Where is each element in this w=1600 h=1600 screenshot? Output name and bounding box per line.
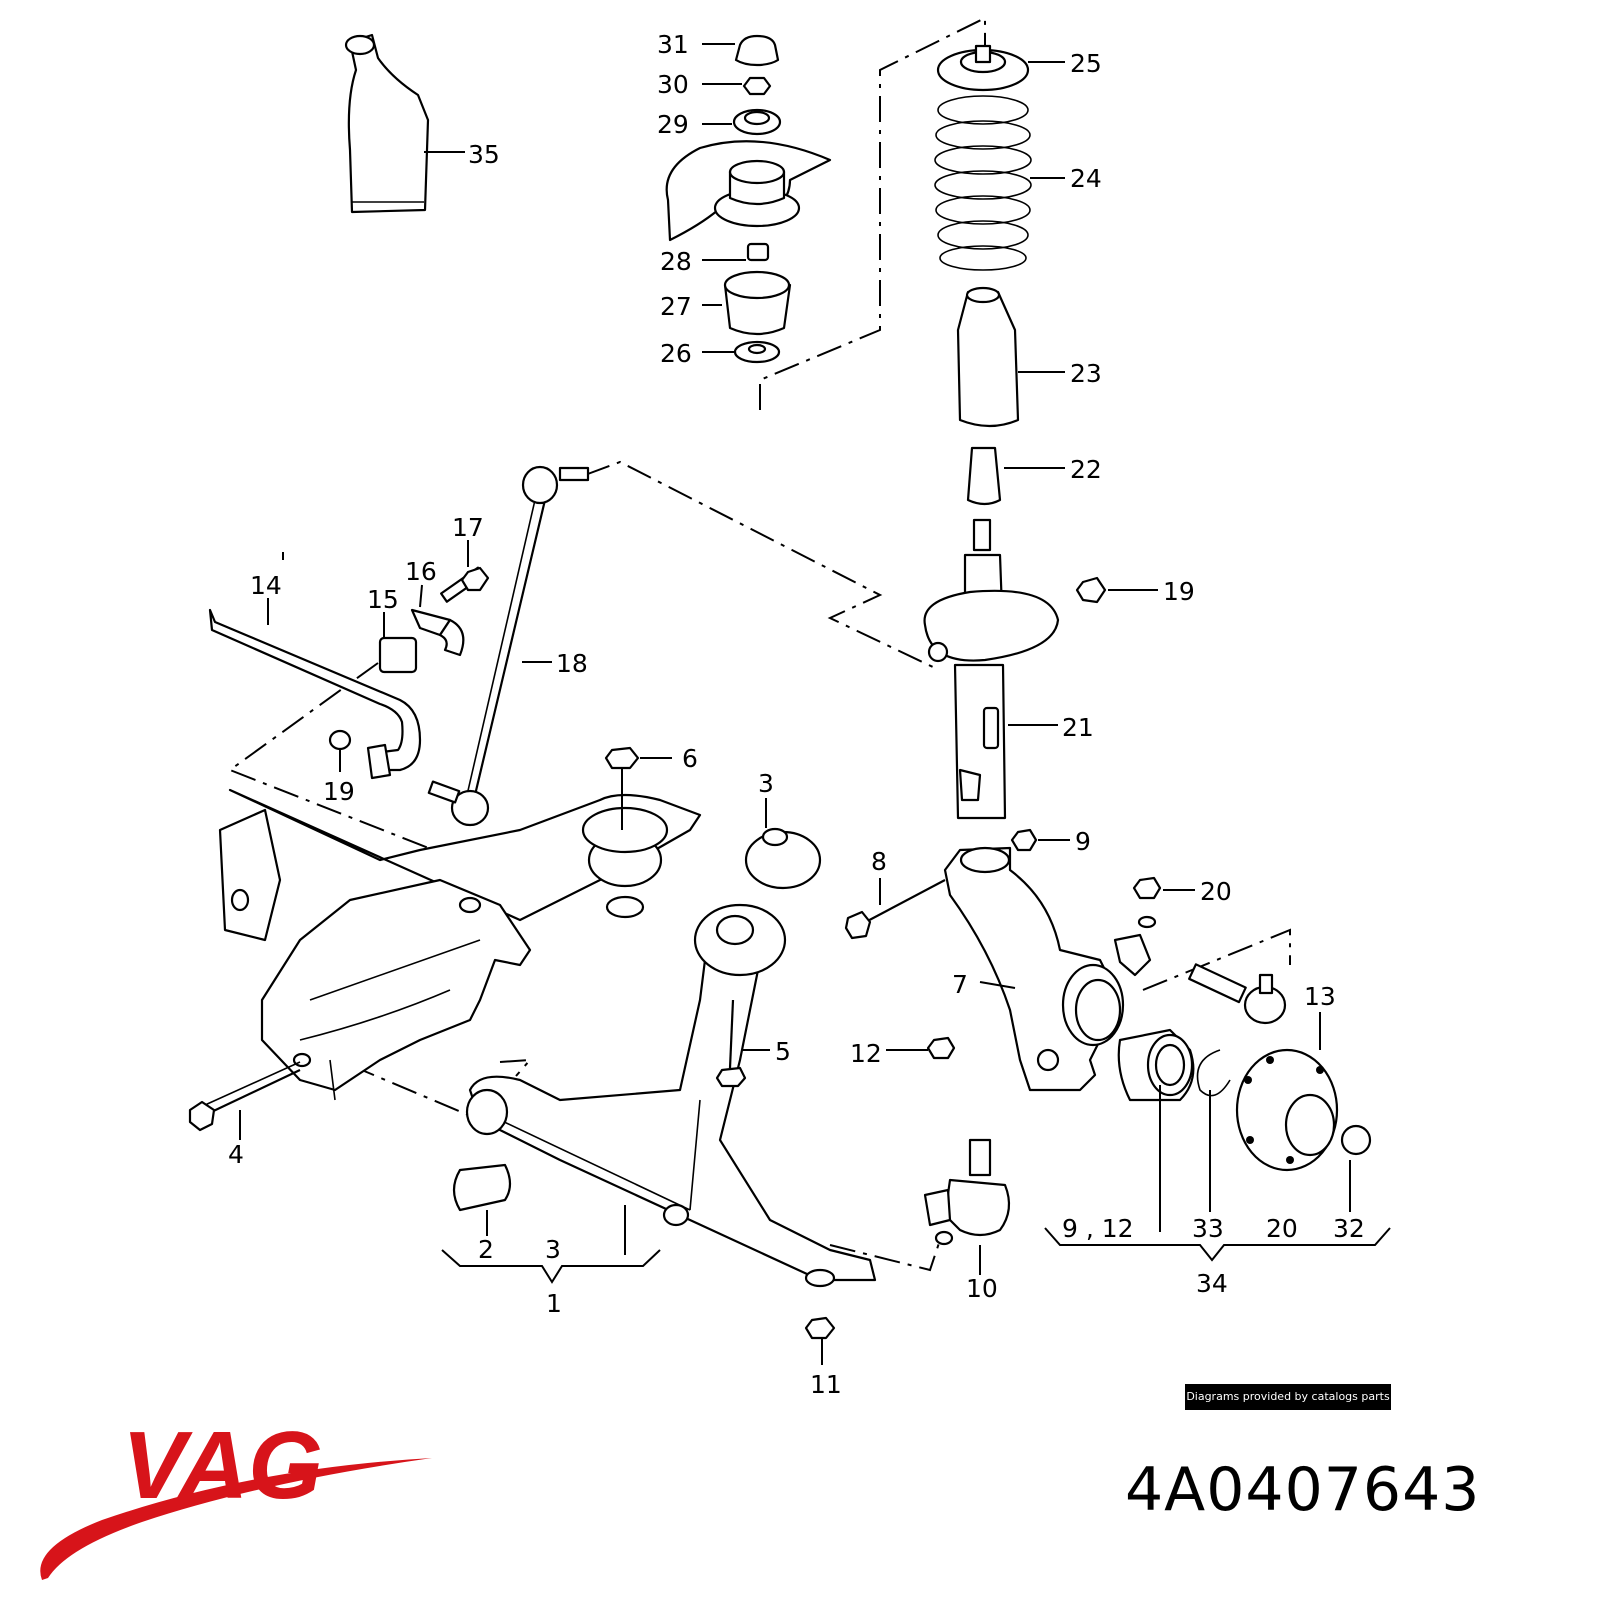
callout-18: 18 xyxy=(556,649,588,678)
callout-labels: 31 30 29 28 27 26 35 25 24 23 22 19 21 1… xyxy=(228,30,1365,1399)
callout-28: 28 xyxy=(660,247,692,276)
callout-27: 27 xyxy=(660,292,692,321)
callout-1: 1 xyxy=(546,1289,562,1318)
tie-rod-end xyxy=(1188,963,1287,1025)
callout-19-upper: 19 xyxy=(1163,577,1195,606)
callout-30: 30 xyxy=(657,70,689,99)
callout-34: 34 xyxy=(1196,1269,1228,1298)
control-arm xyxy=(452,827,877,1340)
bolt-4 xyxy=(188,1061,301,1132)
callout-2: 2 xyxy=(478,1235,494,1264)
stabilizer-link xyxy=(427,465,590,827)
callout-32: 32 xyxy=(1333,1214,1365,1243)
callout-3-upper: 3 xyxy=(758,769,774,798)
callout-31: 31 xyxy=(657,30,689,59)
callout-4: 4 xyxy=(228,1140,244,1169)
callout-16: 16 xyxy=(405,557,437,586)
callout-15: 15 xyxy=(367,585,399,614)
callout-12: 12 xyxy=(850,1039,882,1068)
callout-8: 8 xyxy=(871,847,887,876)
callout-35: 35 xyxy=(468,140,500,169)
leader-lines xyxy=(239,43,1391,1365)
wheel-bearing-hub xyxy=(1117,1028,1372,1172)
callout-20-upper: 20 xyxy=(1200,877,1232,906)
callout-9-12: 9 , 12 xyxy=(1062,1214,1134,1243)
steering-knuckle xyxy=(844,828,1162,1092)
callout-3-lower: 3 xyxy=(545,1235,561,1264)
brand-wordmark: VAG xyxy=(122,1420,323,1519)
strut-mount-parts xyxy=(665,34,832,364)
assembly-lines xyxy=(227,16,1291,1272)
vag-logo: VAG xyxy=(40,1420,433,1580)
callout-33: 33 xyxy=(1192,1214,1224,1243)
callout-20-lower: 20 xyxy=(1266,1214,1298,1243)
part-number: 4A0407643 xyxy=(1125,1455,1481,1525)
strut-nut-19 xyxy=(1075,576,1107,604)
callout-21: 21 xyxy=(1062,713,1094,742)
strut-body xyxy=(923,553,1060,820)
callout-5: 5 xyxy=(775,1037,791,1066)
callout-14: 14 xyxy=(250,571,282,600)
callout-19-lower: 19 xyxy=(323,777,355,806)
grease-tube-part xyxy=(344,33,430,214)
subframe xyxy=(218,746,702,1101)
callout-24: 24 xyxy=(1070,164,1102,193)
callout-10: 10 xyxy=(966,1274,998,1303)
callout-26: 26 xyxy=(660,339,692,368)
coil-spring-assembly xyxy=(934,44,1032,552)
callout-13: 13 xyxy=(1304,982,1336,1011)
callout-7: 7 xyxy=(952,970,968,999)
callout-23: 23 xyxy=(1070,359,1102,388)
anti-roll-bar xyxy=(208,566,490,780)
callout-6: 6 xyxy=(682,744,698,773)
ball-joint xyxy=(923,1138,1011,1246)
callout-17: 17 xyxy=(452,513,484,542)
callout-22: 22 xyxy=(1070,455,1102,484)
callout-11: 11 xyxy=(810,1370,842,1399)
diagram-credit: Diagrams provided by catalogs parts xyxy=(1185,1384,1391,1410)
callout-29: 29 xyxy=(657,110,689,139)
callout-9: 9 xyxy=(1075,827,1091,856)
callout-25: 25 xyxy=(1070,49,1102,78)
